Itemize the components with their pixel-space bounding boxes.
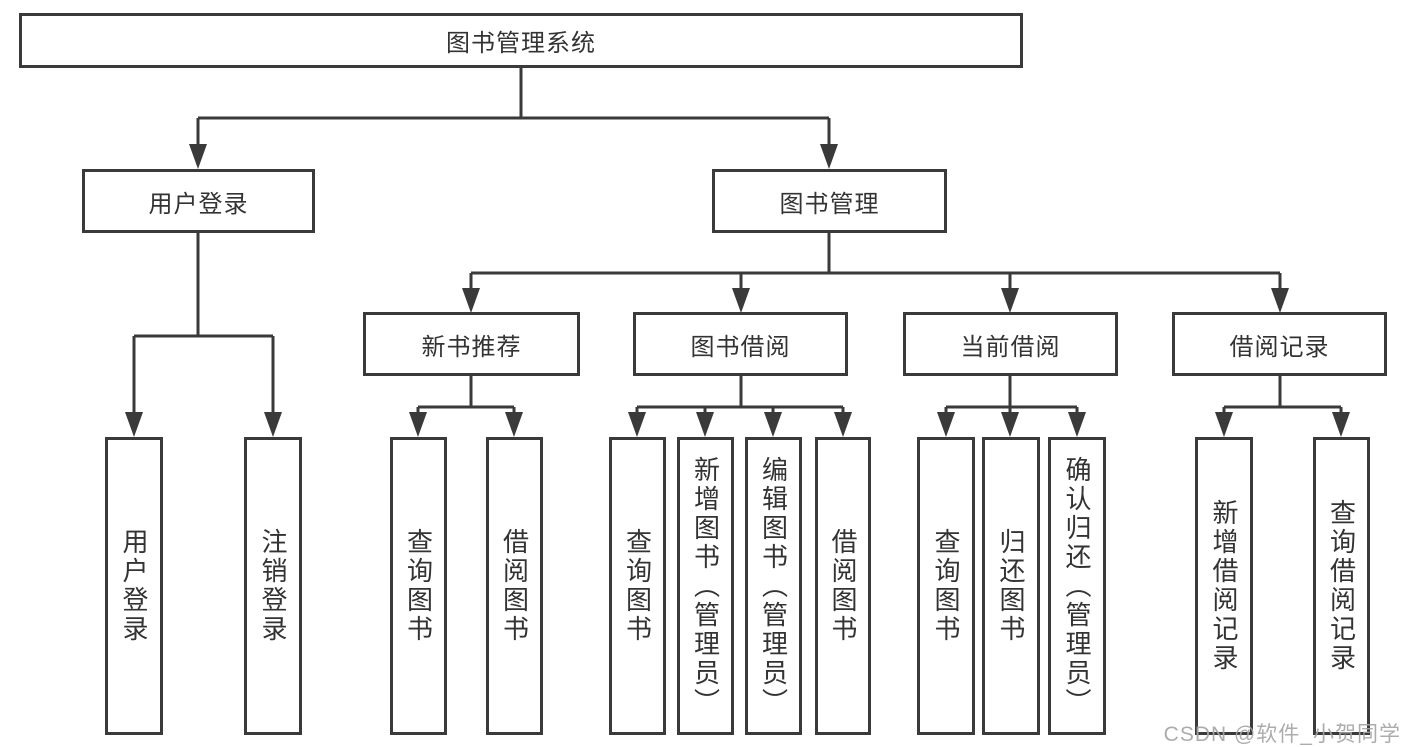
leaf-borrow-add: 新增图书（管理员）: [677, 437, 734, 735]
node-new-book-recommend-label: 新书推荐: [421, 333, 522, 361]
node-borrow-record: 借阅记录: [1172, 312, 1387, 376]
node-root-label: 图书管理系统: [446, 30, 596, 57]
leaf-current-return: 归还图书: [982, 437, 1040, 735]
leaf-newbook-query-label: 查询图书: [403, 528, 434, 644]
connector-book-management-branch: [469, 232, 1282, 290]
node-book-borrow: 图书借阅: [633, 312, 848, 376]
node-book-management-label: 图书管理: [779, 190, 880, 218]
arrowhead-icon: [732, 288, 750, 313]
leaf-borrow-borrow: 借阅图书: [815, 437, 871, 735]
leaf-current-return-label: 归还图书: [996, 528, 1026, 644]
leaf-current-query-label: 查询图书: [931, 528, 961, 644]
node-current-borrow: 当前借阅: [903, 312, 1118, 376]
node-user-login: 用户登录: [82, 169, 315, 233]
arrowhead-icon: [125, 412, 143, 437]
node-user-login-label: 用户登录: [148, 190, 249, 218]
arrowhead-icon: [189, 144, 207, 169]
arrowhead-icon: [628, 412, 646, 437]
arrowhead-icon: [409, 412, 427, 437]
leaf-current-confirm-label: 确认归还（管理员）: [1062, 455, 1092, 717]
node-current-borrow-label: 当前借阅: [960, 333, 1061, 361]
leaf-newbook-query: 查询图书: [390, 437, 447, 735]
arrowhead-icon: [1215, 412, 1233, 437]
arrowhead-icon: [505, 412, 523, 437]
leaf-record-query: 查询借阅记录: [1313, 437, 1370, 735]
connector-root-branch: [196, 68, 831, 146]
connector-user-login-branch: [132, 232, 275, 414]
leaf-newbook-borrow-label: 借阅图书: [499, 528, 530, 644]
leaf-user-login: 用户登录: [105, 437, 163, 735]
leaf-current-query: 查询图书: [917, 437, 975, 735]
leaf-record-add-label: 新增借阅记录: [1209, 499, 1239, 673]
arrowhead-icon: [1001, 412, 1019, 437]
node-book-borrow-label: 图书借阅: [690, 333, 791, 361]
leaf-borrow-query: 查询图书: [609, 437, 666, 735]
leaf-borrow-borrow-label: 借阅图书: [828, 528, 858, 644]
node-root: 图书管理系统: [19, 13, 1023, 68]
connector-current-borrow-branch: [944, 375, 1079, 414]
arrowhead-icon: [1271, 288, 1289, 313]
leaf-newbook-borrow: 借阅图书: [486, 437, 543, 735]
leaf-borrow-add-label: 新增图书（管理员）: [690, 455, 721, 717]
leaf-user-login-label: 用户登录: [119, 528, 149, 644]
leaf-borrow-edit: 编辑图书（管理员）: [745, 437, 802, 735]
arrowhead-icon: [264, 412, 282, 437]
leaf-record-add: 新增借阅记录: [1195, 437, 1253, 735]
connector-borrow-record-branch: [1222, 375, 1343, 414]
leaf-record-query-label: 查询借阅记录: [1326, 499, 1357, 673]
arrowhead-icon: [1068, 412, 1086, 437]
node-new-book-recommend: 新书推荐: [363, 312, 580, 376]
node-book-management: 图书管理: [712, 169, 947, 233]
connector-book-borrow-branch: [635, 375, 845, 414]
arrowhead-icon: [834, 412, 852, 437]
node-borrow-record-label: 借阅记录: [1229, 333, 1330, 361]
arrowhead-icon: [1332, 412, 1350, 437]
leaf-borrow-edit-label: 编辑图书（管理员）: [758, 455, 789, 717]
csdn-watermark: CSDN @软件_小贺同学: [1163, 723, 1401, 746]
arrowhead-icon: [937, 412, 955, 437]
arrowheads: [125, 144, 1350, 437]
connector-new-book-recommend-branch: [416, 375, 516, 414]
arrowhead-icon: [764, 412, 782, 437]
leaf-current-confirm: 确认归还（管理员）: [1048, 437, 1106, 735]
leaf-borrow-query-label: 查询图书: [622, 528, 653, 644]
arrowhead-icon: [820, 144, 838, 169]
arrowhead-icon: [1001, 288, 1019, 313]
leaf-logout-label: 注销登录: [258, 528, 288, 644]
leaf-logout: 注销登录: [244, 437, 302, 735]
arrowhead-icon: [696, 412, 714, 437]
arrowhead-icon: [462, 288, 480, 313]
